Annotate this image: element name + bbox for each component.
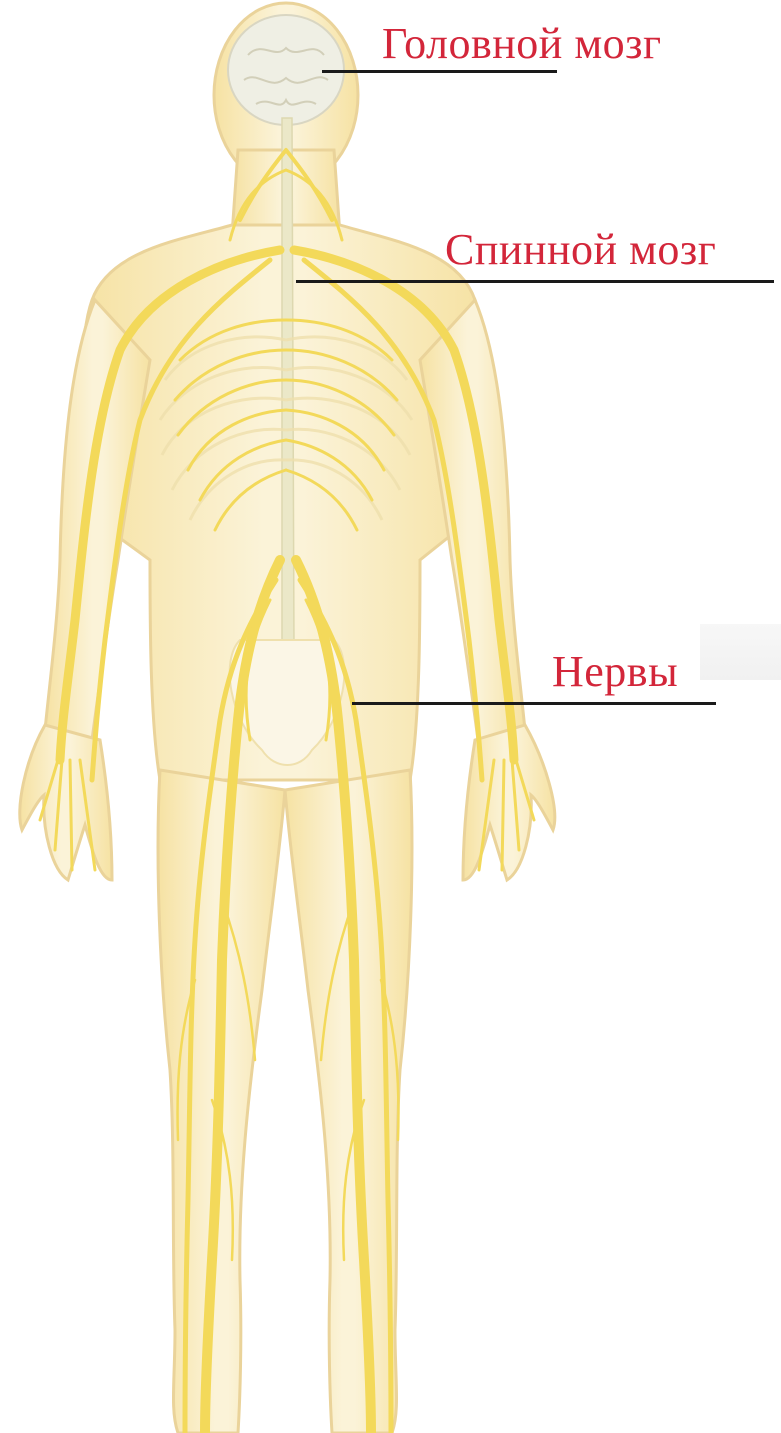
label-brain: Головной мозг [382,22,662,66]
background-band [700,624,781,680]
hand-left [20,725,112,880]
label-spinal-cord: Спинной мозг [445,228,716,272]
label-nerves: Нервы [552,650,678,694]
leader-line-nerves [352,702,716,705]
spinal-cord [282,118,294,650]
leader-line-brain [322,70,557,73]
leader-line-spinal-cord [296,280,774,283]
